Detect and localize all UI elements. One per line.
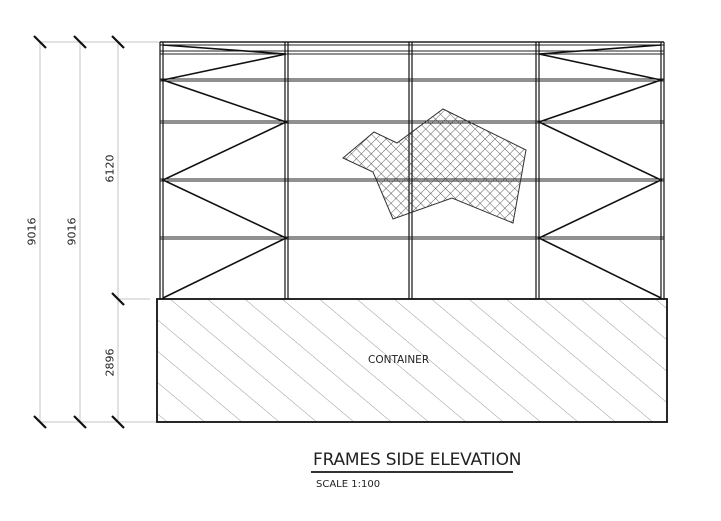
dimension-label-frame-height: 6120 <box>103 154 117 183</box>
container-label: CONTAINER <box>368 354 430 366</box>
dimension-label-container-height: 2896 <box>103 348 117 377</box>
dimension-label-overall-2: 9016 <box>65 217 79 246</box>
dimension-label-overall-1: 9016 <box>25 217 39 246</box>
container-block <box>156 298 668 423</box>
dimension-lines <box>39 41 160 423</box>
title-underline <box>311 471 513 473</box>
frame-columns <box>159 42 665 299</box>
left-bay-bracing <box>159 44 289 299</box>
mesh-panel <box>342 108 527 224</box>
dimension-ticks <box>33 35 125 429</box>
right-bay-bracing <box>536 44 664 299</box>
drawing-title: FRAMES SIDE ELEVATION <box>313 450 522 470</box>
drawing-scale: SCALE 1:100 <box>316 479 381 490</box>
